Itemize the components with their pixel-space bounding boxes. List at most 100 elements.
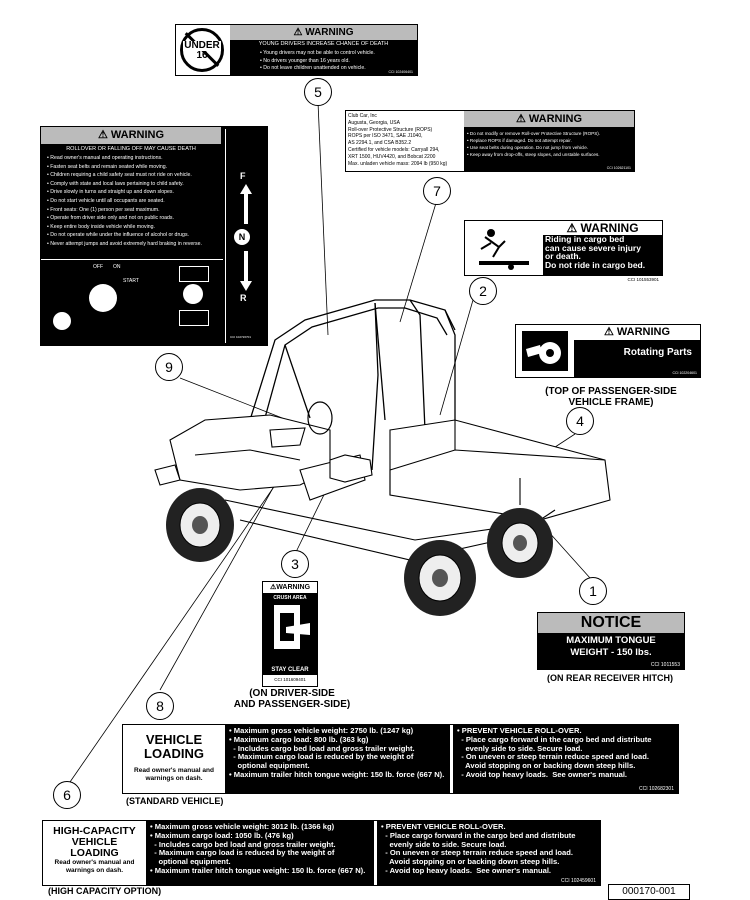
std-warning: - Place cargo forward in the cargo bed a… (457, 734, 652, 744)
std-spec: - Includes cargo bed load and gross trai… (229, 743, 415, 753)
callout-6: 6 (53, 781, 81, 809)
gear-r: R (240, 293, 247, 303)
rops-title: ⚠ WARNING (464, 111, 634, 127)
triangle-up-icon (179, 266, 209, 282)
figure-id: 000170-001 (608, 884, 690, 900)
callout-4: 4 (566, 407, 594, 435)
hc-warning: - Place cargo forward in the cargo bed a… (381, 830, 576, 840)
under16-code: CCI 102406401 (388, 70, 413, 74)
notice-title: NOTICE (538, 613, 684, 633)
std-warning: • PREVENT VEHICLE ROLL-OVER. (457, 726, 582, 735)
std-note: Read owner's manual and warnings on dash… (134, 767, 214, 782)
down-arrow-icon (240, 251, 252, 291)
rollover-item: Children requiring a child safety seat m… (47, 171, 221, 180)
triangle-down-icon (179, 310, 209, 326)
callout-8: 8 (146, 692, 174, 720)
crush-body: CRUSH AREA STAY CLEAR (263, 593, 317, 675)
rollover-item: Do not start vehicle until all occupants… (47, 197, 221, 206)
cargo-text: Riding in cargo bed can cause severe inj… (543, 235, 662, 275)
under16-item: Young drivers may not be able to control… (260, 49, 417, 58)
rotating-label: ⚠ WARNING Rotating Parts CCI 102204601 (515, 324, 701, 378)
under16-item: Do not leave children unattended on vehi… (260, 65, 417, 72)
std-warning: - On uneven or steep terrain reduce spee… (457, 752, 650, 762)
std-warnings: • PREVENT VEHICLE ROLL-OVER. - Place car… (453, 725, 678, 793)
rollover-item: Never attempt jumps and avoid extremely … (47, 240, 221, 249)
hc-title-line: HIGH-CAPACITY (53, 825, 136, 837)
rops-item: Keep away from drop-offs, steep slopes, … (467, 151, 634, 158)
std-loading-label: VEHICLE LOADING Read owner's manual and … (122, 724, 679, 794)
hc-caption: (HIGH CAPACITY OPTION) (48, 886, 162, 896)
under16-badge: UNDER 16 (180, 28, 224, 72)
hc-code: CCI 102459601 (560, 878, 596, 884)
cargo-line: Do not ride in cargo bed. (545, 259, 646, 270)
under16-item: No drivers younger than 16 years old. (260, 58, 417, 65)
crush-stay-clear: STAY CLEAR (271, 667, 309, 673)
rotating-parts-icon (522, 331, 568, 371)
rollover-label: ⚠ WARNING ROLLOVER OR FALLING OFF MAY CA… (40, 126, 268, 346)
rotating-title: ⚠ WARNING (603, 326, 671, 338)
hc-note: Read owner's manual and warnings on dash… (54, 859, 135, 874)
callout-1: 1 (579, 577, 607, 605)
on-label: ON (113, 264, 121, 270)
hc-spec: - Maximum cargo load is reduced by the w… (150, 848, 335, 858)
rollover-item: Keep entire body inside vehicle while mo… (47, 223, 221, 232)
rollover-item: Read owner's manual and operating instru… (47, 154, 221, 163)
std-loading-title: VEHICLE LOADING Read owner's manual and … (123, 725, 225, 793)
std-spec: • Maximum cargo load: 800 lb. (363 kg) (229, 734, 369, 744)
wheels (166, 488, 553, 616)
rops-frame (249, 299, 456, 471)
rops-info-line: Certified for vehicle models: Carryall 2… (348, 146, 440, 153)
hc-warning: - On uneven or steep terrain reduce spee… (381, 848, 574, 858)
rops-item: Do not modify or remove Roll-over Protec… (467, 130, 634, 137)
hc-specs: • Maximum gross vehicle weight: 3012 lb.… (146, 821, 374, 885)
start-label: START (123, 278, 139, 284)
rollover-title: ⚠ WARNING (41, 127, 221, 144)
std-warning: evenly side to side. Secure load. (457, 743, 583, 753)
rops-info: Club Car, Inc Augusta, Georgia, USA Roll… (348, 113, 462, 167)
hc-warning: Avoid stopping on or backing down steep … (381, 857, 560, 867)
rops-info-line: Max. unladen vehicle mass: 2094 lb (950 … (348, 160, 448, 167)
rops-item: Use seat belts during operation. Do not … (467, 144, 634, 151)
crush-code: CCI 101609401 (274, 677, 306, 682)
rotating-caption-line: (TOP OF PASSENGER-SIDE (545, 386, 677, 397)
callout-2: 2 (469, 277, 497, 305)
hc-loading-title: HIGH-CAPACITY VEHICLE LOADING Read owner… (43, 821, 146, 885)
rollover-item: Fasten seat belts and remain seated whil… (47, 163, 221, 172)
rops-info-line: Augusta, Georgia, USA (348, 119, 400, 126)
hc-spec: • Maximum trailer hitch tongue weight: 1… (150, 865, 366, 875)
notice-label: NOTICE MAXIMUM TONGUE WEIGHT - 150 lbs. … (537, 612, 685, 670)
rotating-text: Rotating Parts (623, 347, 692, 358)
badge-text-under: UNDER (183, 40, 221, 51)
hc-spec: optional equipment. (150, 857, 231, 867)
rops-item: Replace ROPS if damaged. Do not attempt … (467, 137, 634, 144)
rollover-item: Do not operate while under the influence… (47, 231, 221, 240)
notice-code: CCI 1011553 (650, 662, 680, 668)
std-spec: optional equipment. (229, 761, 310, 771)
std-spec: • Maximum trailer hitch tongue weight: 1… (229, 769, 445, 779)
notice-line2: WEIGHT - 150 lbs. (570, 647, 652, 658)
rotating-caption-line: VEHICLE FRAME) (568, 397, 654, 408)
callout-9: 9 (155, 353, 183, 381)
callout-3: 3 (281, 550, 309, 578)
hc-warning: • PREVENT VEHICLE ROLL-OVER. (381, 822, 506, 831)
crush-caption: (ON DRIVER-SIDE AND PASSENGER-SIDE) (222, 688, 362, 710)
rotating-body: Rotating Parts CCI 102204601 (574, 340, 700, 377)
under16-subtitle: YOUNG DRIVERS INCREASE CHANCE OF DEATH (258, 41, 389, 47)
hc-spec: - Includes cargo bed load and gross trai… (150, 839, 336, 849)
cargo-title: ⚠ WARNING (566, 221, 639, 235)
rops-info-line: XRT 1500, HUV4420, and Bobcat 2200 (348, 153, 436, 160)
badge-text-16: 16 (196, 50, 208, 61)
hc-spec: • Maximum gross vehicle weight: 3012 lb.… (150, 822, 335, 831)
rops-info-line: Roll-over Protective Structure (ROPS) (348, 126, 433, 133)
notice-caption: (ON REAR RECEIVER HITCH) (546, 673, 673, 683)
rollover-item: Operate from driver side only and not on… (47, 214, 221, 223)
hc-spec: • Maximum cargo load: 1050 lb. (476 kg) (150, 830, 294, 840)
rollover-item: Comply with state and local laws pertain… (47, 180, 221, 189)
std-caption: (STANDARD VEHICLE) (126, 796, 224, 806)
hc-warnings: • PREVENT VEHICLE ROLL-OVER. - Place car… (377, 821, 600, 885)
hc-loading-label: HIGH-CAPACITY VEHICLE LOADING Read owner… (42, 820, 601, 886)
rops-info-line: ROPS per ISO 3471, SAE J1040, (348, 133, 423, 140)
rollover-item: Front seats: One (1) person per seat max… (47, 206, 221, 215)
rotating-caption: (TOP OF PASSENGER-SIDE VEHICLE FRAME) (536, 386, 686, 408)
hc-warning: evenly side to side. Secure load. (381, 839, 507, 849)
